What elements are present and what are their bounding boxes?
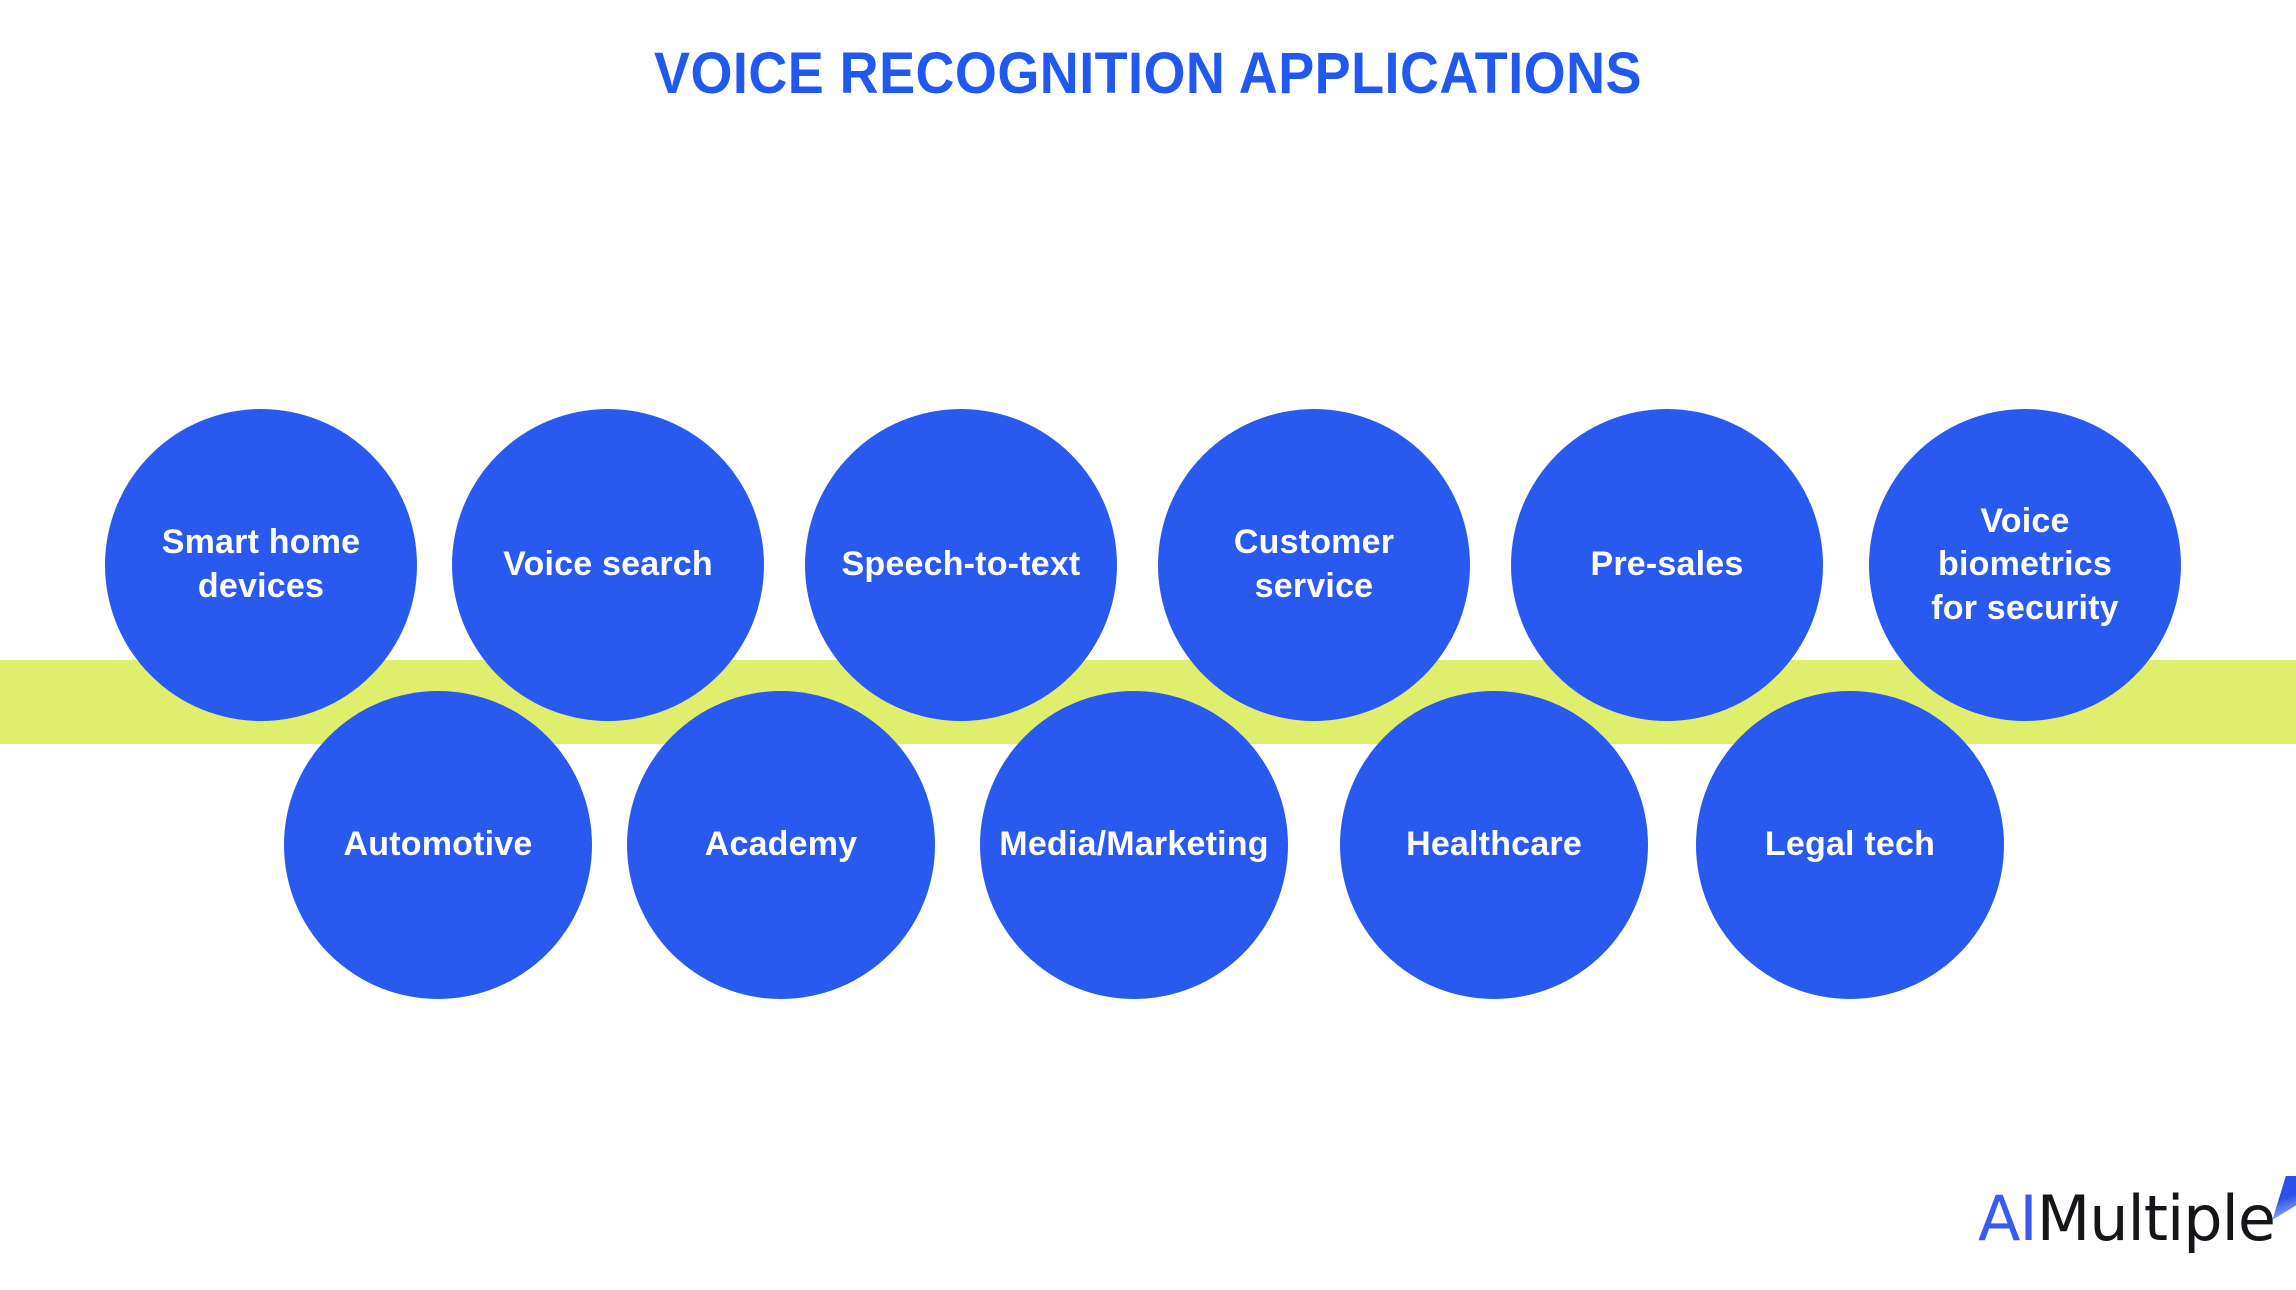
bubble-label: Legal tech [1764,825,1936,864]
bubble-automotive[interactable]: Automotive [284,691,592,999]
bubble-voice-search[interactable]: Voice search [452,409,764,721]
bubble-label: Healthcare [1406,825,1582,864]
bubble-media-marketing[interactable]: Media/Marketing [980,691,1288,999]
logo-text-multiple: Multiple [2036,1182,2276,1255]
bubble-academy[interactable]: Academy [627,691,935,999]
bubble-voice-biometrics-for-security[interactable]: Voice biometrics for security [1869,409,2181,721]
bubble-label: Customer service [1233,523,1395,605]
bubble-label: Voice search [503,545,713,584]
page-title: VOICE RECOGNITION APPLICATIONS [654,41,1642,106]
aimultiple-logo[interactable]: AI Multiple [1978,1182,2276,1255]
bubble-speech-to-text[interactable]: Speech-to-text [805,409,1117,721]
bubble-label: Academy [704,825,858,864]
bubble-customer-service[interactable]: Customer service [1158,409,1470,721]
bubble-label: Media/Marketing [999,825,1269,864]
bubble-label: Automotive [343,825,533,864]
bubble-legal-tech[interactable]: Legal tech [1696,691,2004,999]
bubble-label: Voice biometrics for security [1931,501,2119,627]
bubble-smart-home-devices[interactable]: Smart home devices [105,409,417,721]
bubble-healthcare[interactable]: Healthcare [1340,691,1648,999]
bubble-pre-sales[interactable]: Pre-sales [1511,409,1823,721]
bubble-label: Smart home devices [161,523,361,605]
spark-mark-icon [2272,1176,2296,1220]
bubble-label: Pre-sales [1590,545,1744,584]
bubble-label: Speech-to-text [841,545,1081,584]
logo-text-ai: AI [1978,1182,2038,1255]
